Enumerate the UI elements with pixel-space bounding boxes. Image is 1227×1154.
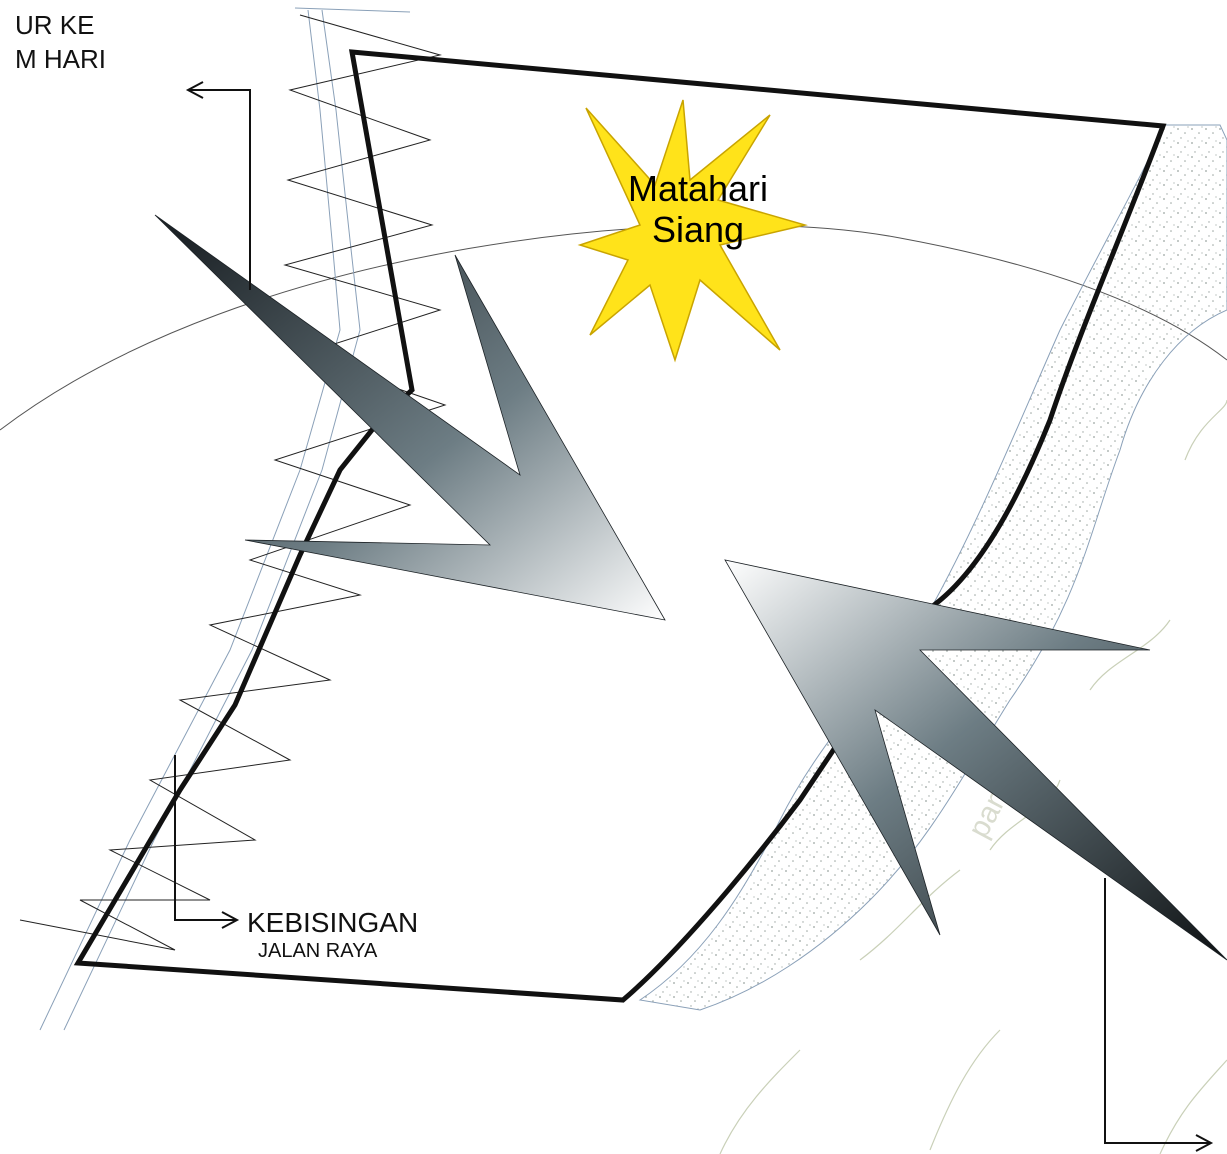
beach-strip: [638, 124, 1227, 1011]
morning-sun-callout: [185, 81, 251, 290]
noise-callout: [174, 755, 240, 929]
sun-label-line1: Matahari: [628, 168, 768, 209]
morning-sun-label-line2: M HARI: [15, 44, 106, 74]
site-boundary: [73, 49, 1167, 1003]
sea-contours: [719, 399, 1227, 1154]
lower-right-callout: [1104, 878, 1214, 1152]
wind-arrow-upper-left: [154, 214, 666, 621]
sun-label-line2: Siang: [652, 209, 744, 250]
noise-zigzag: [19, 14, 447, 951]
morning-sun-label-line1: UR KE: [15, 10, 94, 40]
wind-arrow-lower-right: [724, 559, 1227, 961]
noise-label-line2: JALAN RAYA: [258, 940, 378, 962]
sun-icon: [577, 99, 808, 363]
noise-label-line1: KEBISINGAN: [247, 907, 418, 938]
